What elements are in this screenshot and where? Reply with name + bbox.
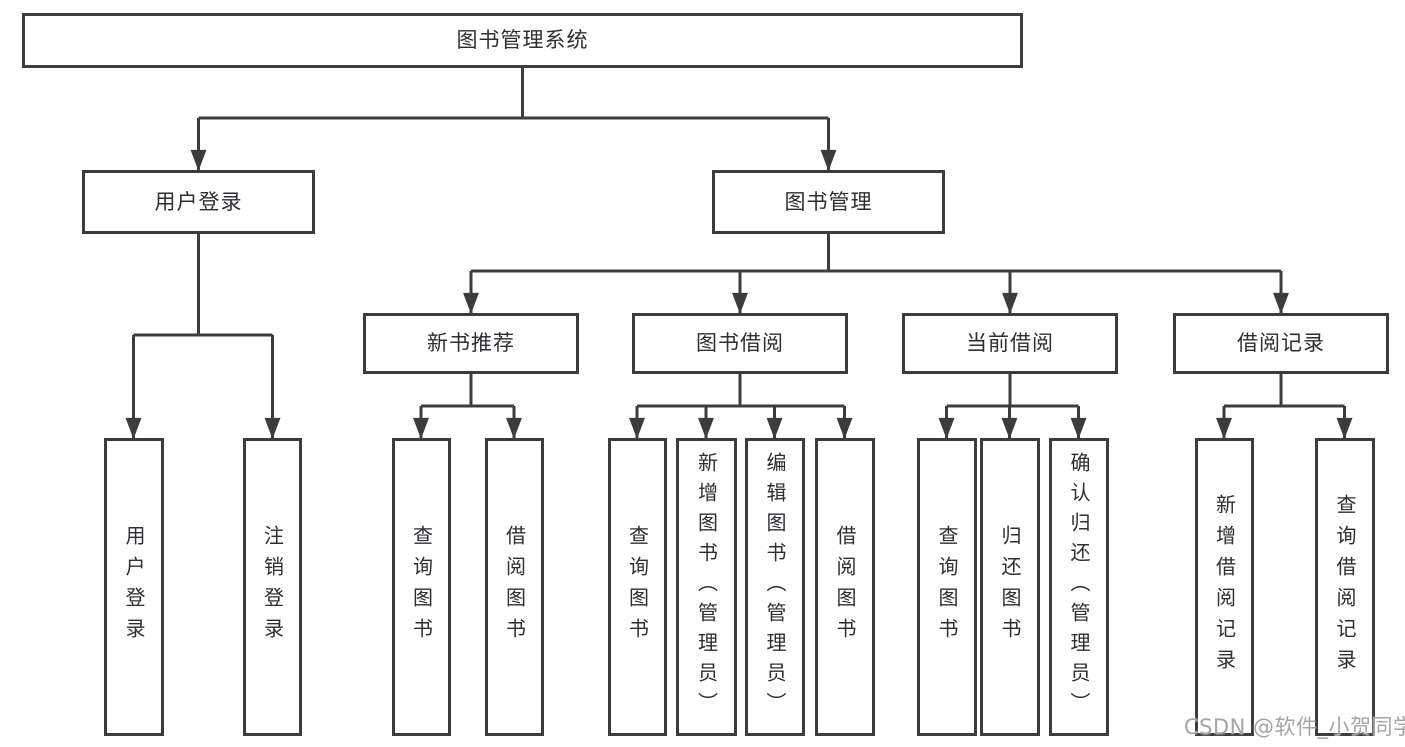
connector-root-to-level2 <box>190 68 837 172</box>
leaf-return-books: 归还图书 <box>980 438 1040 736</box>
node-label: 确认归还（管理员） <box>1067 452 1091 722</box>
node-current-borrow: 当前借阅 <box>902 313 1118 374</box>
node-new-book-recommend: 新书推荐 <box>363 313 579 374</box>
connector-new-book-children <box>413 374 522 440</box>
node-label: 借阅图书 <box>502 525 527 649</box>
node-borrow-record: 借阅记录 <box>1173 313 1389 374</box>
leaf-borrow-books: 借阅图书 <box>815 438 875 736</box>
node-label: 当前借阅 <box>966 331 1054 355</box>
leaf-add-borrow-record: 新增借阅记录 <box>1195 438 1254 736</box>
node-book-borrow: 图书借阅 <box>632 313 848 374</box>
node-label: 归还图书 <box>998 525 1022 649</box>
node-label: 图书管理 <box>784 189 873 214</box>
csdn-watermark: CSDN @软件_小贺同学 <box>1184 715 1405 739</box>
leaf-user-login: 用户登录 <box>104 438 164 736</box>
node-label: 借阅记录 <box>1237 331 1325 355</box>
node-label: 查询借阅记录 <box>1333 494 1357 680</box>
node-label: 用户登录 <box>122 525 146 649</box>
node-book-management: 图书管理 <box>712 170 945 234</box>
connector-book-borrow-children <box>629 374 853 440</box>
leaf-query-books-borrow: 查询图书 <box>608 438 667 736</box>
node-label: 图书管理系统 <box>456 28 589 52</box>
node-label: 新增借阅记录 <box>1212 494 1237 680</box>
node-label: 用户登录 <box>154 189 243 214</box>
node-user-login: 用户登录 <box>82 170 315 234</box>
connector-book-mgmt-children <box>463 234 1289 315</box>
leaf-query-borrow-record: 查询借阅记录 <box>1315 438 1375 736</box>
leaf-logout: 注销登录 <box>243 438 302 736</box>
connector-borrow-record-children <box>1216 374 1353 440</box>
leaf-borrow-books-recommend: 借阅图书 <box>485 438 544 736</box>
node-label: 新增图书（管理员） <box>694 452 719 722</box>
leaf-add-books-admin: 新增图书（管理员） <box>676 438 737 736</box>
leaf-edit-books-admin: 编辑图书（管理员） <box>745 438 805 736</box>
leaf-query-books-recommend: 查询图书 <box>392 438 451 736</box>
connector-current-borrow-children <box>938 374 1087 440</box>
node-label: 借阅图书 <box>833 525 857 649</box>
node-label: 编辑图书（管理员） <box>763 452 787 722</box>
node-label: 查询图书 <box>409 525 434 649</box>
node-label: 查询图书 <box>625 525 650 649</box>
node-label: 新书推荐 <box>427 331 515 355</box>
connector-user-login-children <box>125 233 281 440</box>
node-label: 查询图书 <box>935 525 959 649</box>
leaf-query-books-current: 查询图书 <box>917 438 977 736</box>
node-label: 图书借阅 <box>696 331 784 355</box>
node-label: 注销登录 <box>260 525 285 649</box>
node-root-library-system: 图书管理系统 <box>22 13 1023 68</box>
leaf-confirm-return-admin: 确认归还（管理员） <box>1049 438 1109 736</box>
